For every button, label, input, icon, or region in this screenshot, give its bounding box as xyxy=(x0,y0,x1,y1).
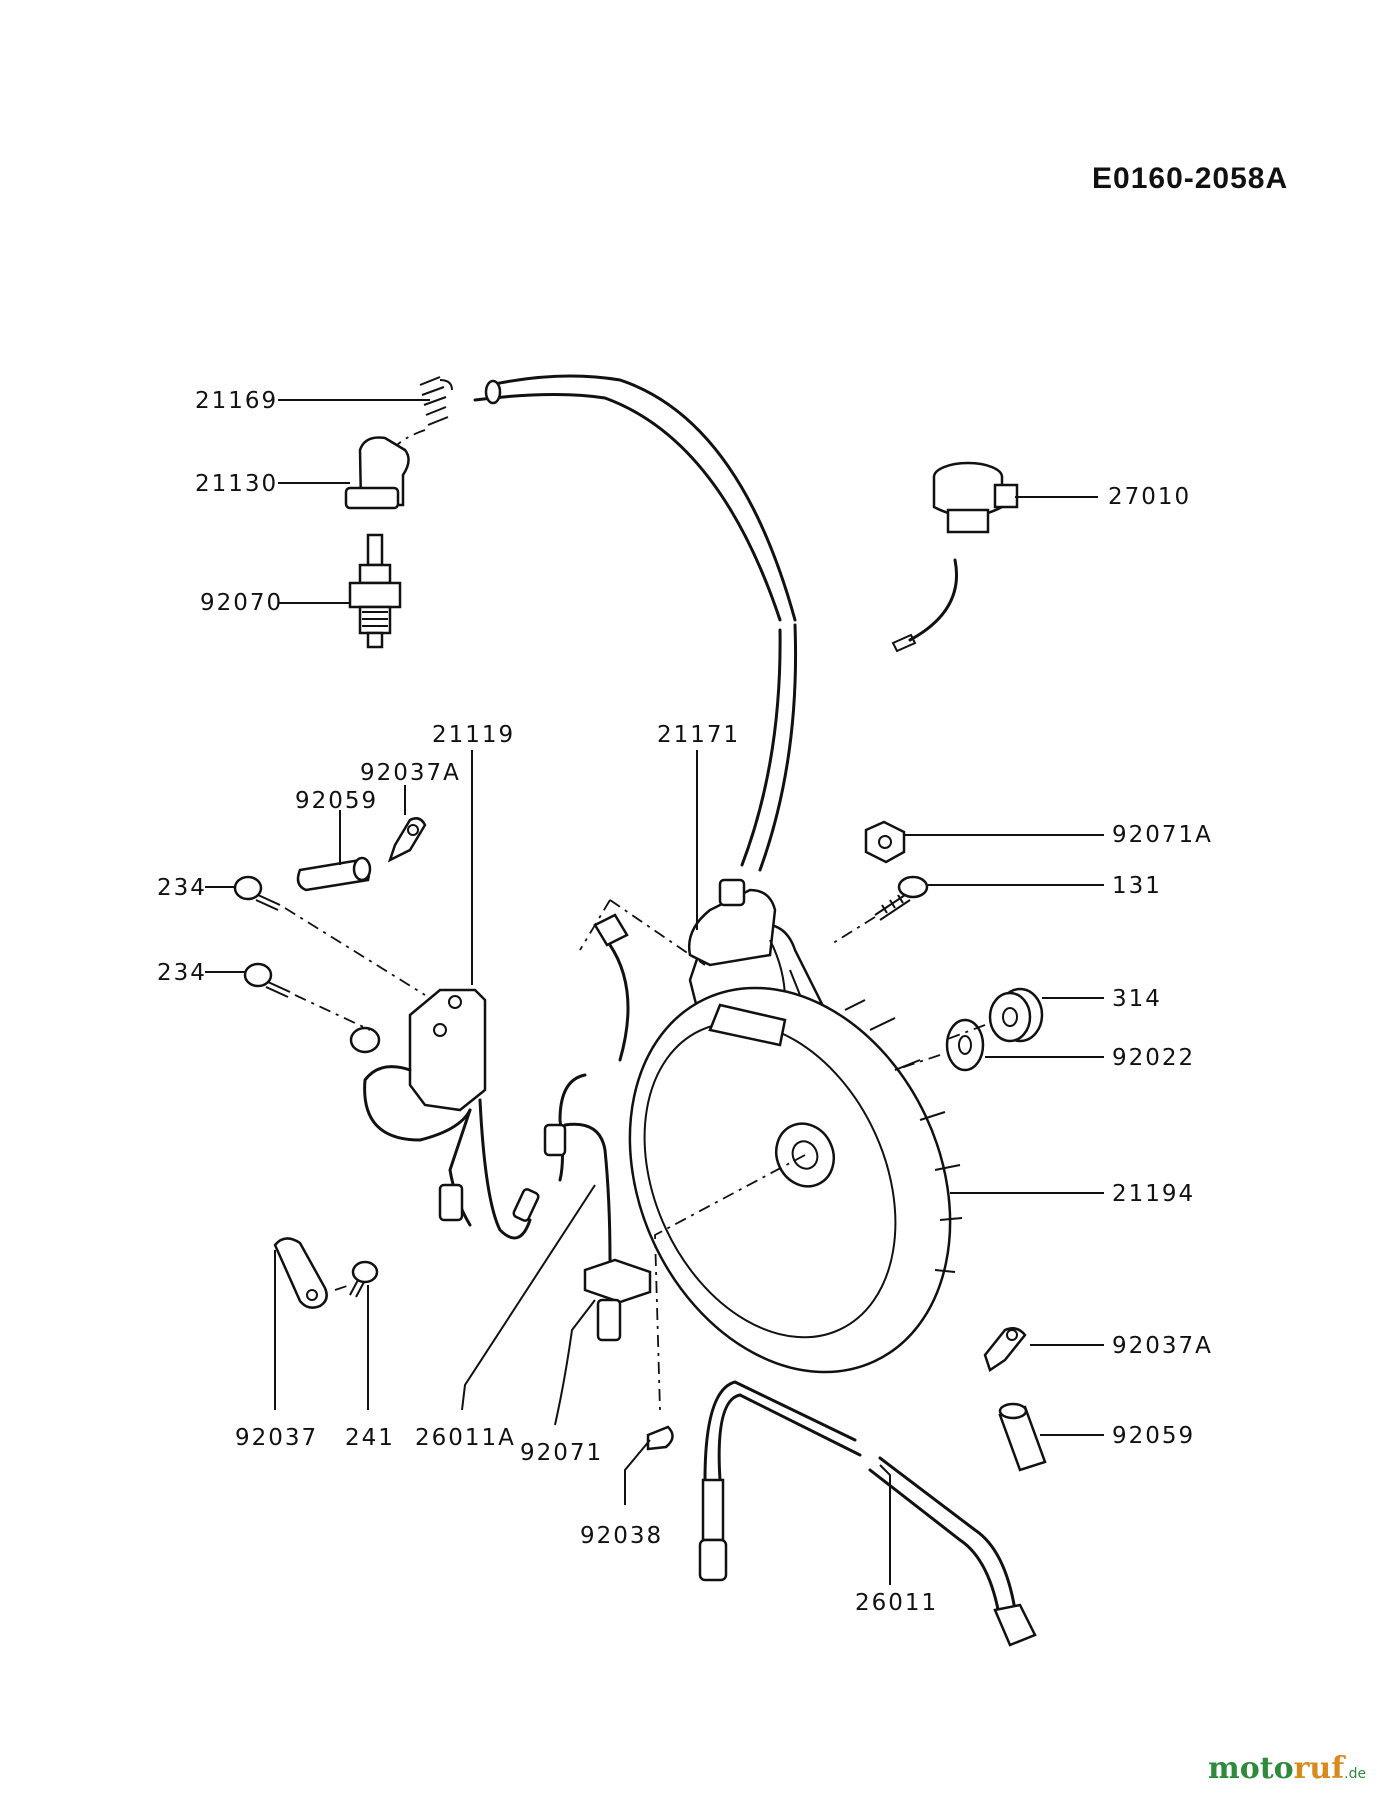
ignition-module-21119 xyxy=(349,988,540,1240)
lead-wire-26011 xyxy=(698,1380,1037,1647)
spark-plug-92070 xyxy=(348,533,402,649)
nut-92071A xyxy=(864,820,906,864)
label-26011A: 26011A xyxy=(415,1425,516,1451)
tube-92059-left xyxy=(296,856,372,892)
plug-cap-21130 xyxy=(344,436,410,510)
clip-92037A-right xyxy=(983,1327,1027,1372)
diagram-code: E0160-2058A xyxy=(1092,162,1288,195)
label-92038: 92038 xyxy=(580,1523,663,1549)
label-21130: 21130 xyxy=(195,471,278,497)
ht-cable-end xyxy=(484,379,502,405)
watermark-logo: motoruf.de xyxy=(1208,1751,1366,1786)
ht-cable-lower xyxy=(758,623,798,872)
label-21119: 21119 xyxy=(432,722,515,748)
ground-wire xyxy=(543,913,630,1262)
label-26011: 26011 xyxy=(855,1590,938,1616)
label-234-upper: 234 xyxy=(157,875,207,901)
bolt-131 xyxy=(874,875,929,921)
label-92037A-top: 92037A xyxy=(360,760,461,786)
watermark-part2: ruf xyxy=(1294,1751,1347,1786)
label-21171: 21171 xyxy=(657,722,740,748)
label-92070: 92070 xyxy=(200,590,283,616)
ht-cable-lower-inner xyxy=(740,628,782,867)
stop-switch-27010 xyxy=(891,461,1019,653)
label-131: 131 xyxy=(1112,873,1162,899)
label-92037A-right: 92037A xyxy=(1112,1333,1213,1359)
label-92071A: 92071A xyxy=(1112,822,1213,848)
label-21169: 21169 xyxy=(195,388,278,414)
label-92022: 92022 xyxy=(1112,1045,1195,1071)
label-234-lower: 234 xyxy=(157,960,207,986)
key-92038 xyxy=(646,1425,674,1451)
svg-text:motoruf.de: motoruf.de xyxy=(1208,1751,1366,1786)
label-92071: 92071 xyxy=(520,1440,603,1466)
label-314: 314 xyxy=(1112,986,1162,1012)
flywheel-21194 xyxy=(628,986,963,1374)
washer-92022 xyxy=(945,1018,985,1072)
ht-cable-upper-inner xyxy=(473,392,782,622)
watermark-part1: moto xyxy=(1208,1751,1294,1786)
label-92059-right: 92059 xyxy=(1112,1423,1195,1449)
label-92037: 92037 xyxy=(235,1425,318,1451)
watermark-suffix: .de xyxy=(1344,1766,1366,1782)
label-27010: 27010 xyxy=(1108,484,1191,510)
connector-92071 xyxy=(583,1258,652,1342)
screw-234-lower xyxy=(243,962,291,998)
label-21194: 21194 xyxy=(1112,1181,1195,1207)
clip-92037A-top xyxy=(387,817,427,863)
leader-lines xyxy=(205,399,1104,1585)
screw-241 xyxy=(349,1260,379,1298)
tube-92059-right xyxy=(998,1402,1047,1472)
part-labels: 21169 21130 92070 27010 21119 92037A 920… xyxy=(157,388,1213,1616)
screw-234-upper xyxy=(233,875,281,911)
nut-314 xyxy=(988,987,1044,1043)
label-241: 241 xyxy=(345,1425,395,1451)
label-92059-left: 92059 xyxy=(295,788,378,814)
ht-cable-upper xyxy=(488,374,797,622)
terminal-92037 xyxy=(273,1237,328,1309)
spring-21169 xyxy=(419,376,453,426)
